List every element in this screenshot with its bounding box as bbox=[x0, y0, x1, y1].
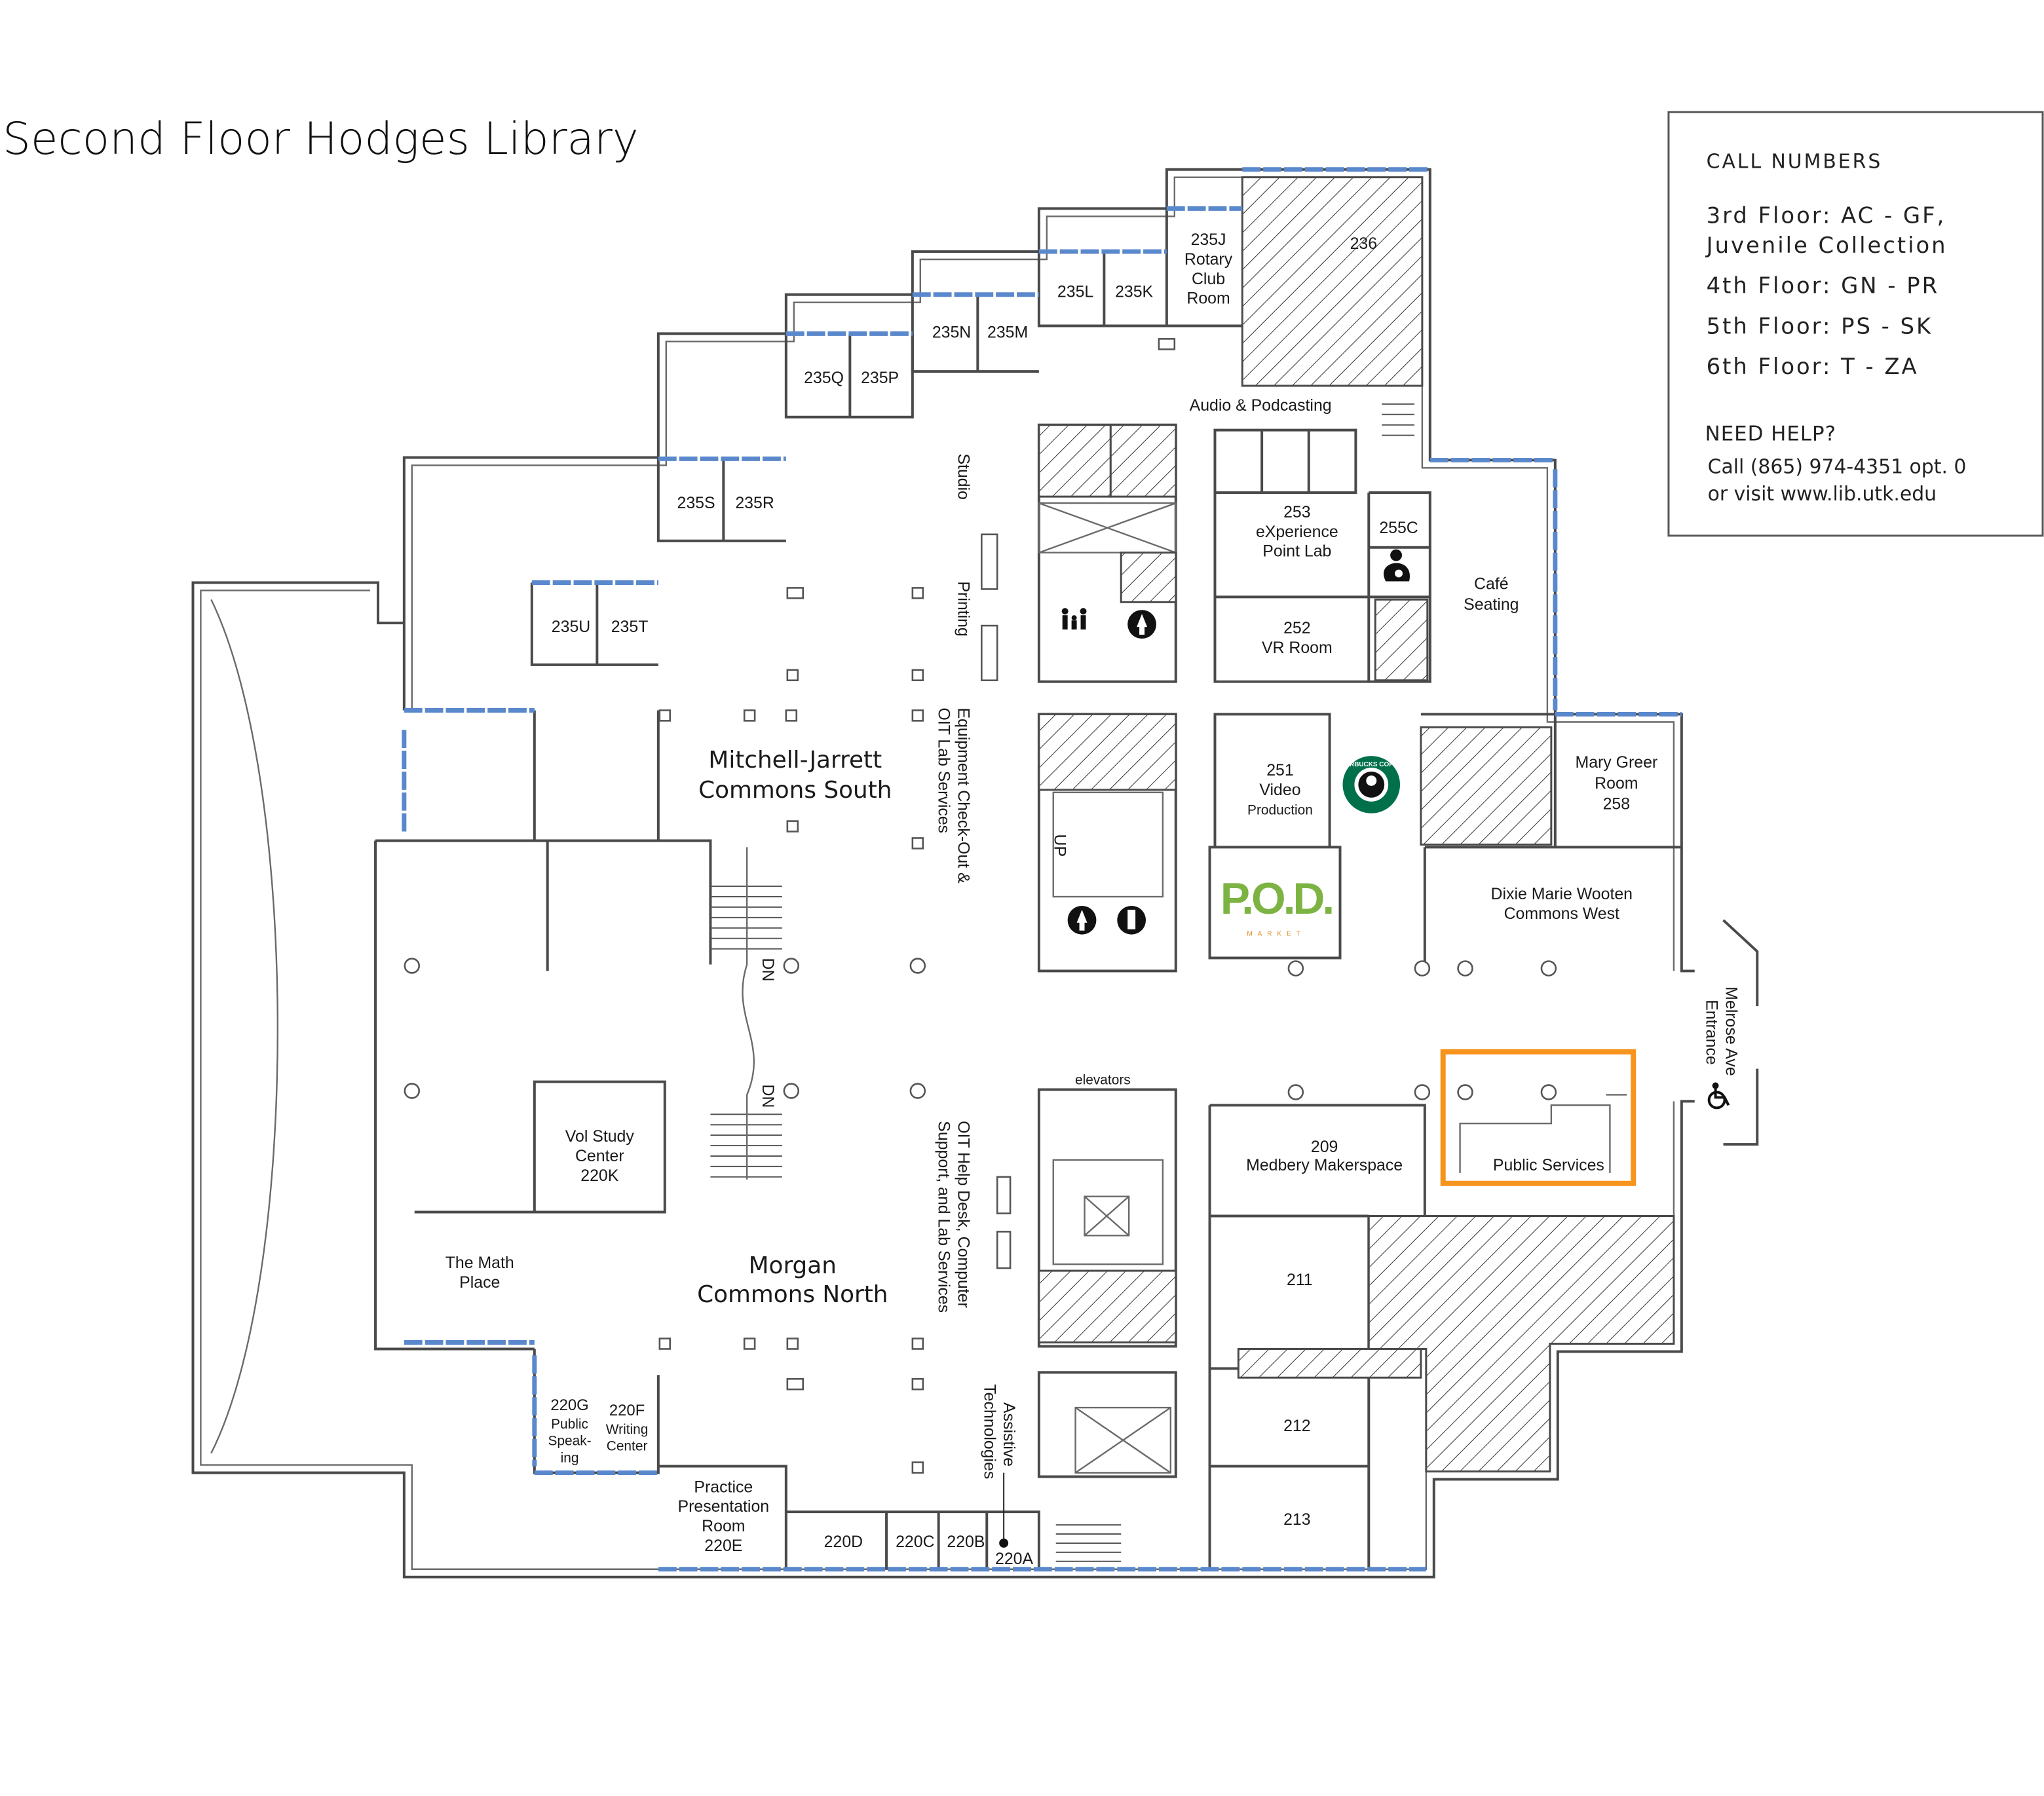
legend-floor: 6th Floor: T - ZA bbox=[1707, 354, 1919, 379]
legend-floor: Juvenile Collection bbox=[1705, 233, 1948, 258]
stairs-down-label: DN bbox=[759, 958, 777, 982]
room-255c-label: 255C bbox=[1379, 519, 1418, 537]
room-220b-label: 220B bbox=[947, 1533, 985, 1551]
legend-heading: CALL NUMBERS bbox=[1707, 151, 1883, 174]
nursing-room-icon bbox=[1384, 549, 1410, 582]
room-235p-label: 235P bbox=[861, 369, 899, 387]
printing-label: Printing bbox=[955, 581, 973, 636]
room-235t-label: 235T bbox=[611, 618, 649, 636]
restroom-male-icon bbox=[1117, 905, 1146, 935]
room-235u-label: 235U bbox=[552, 618, 590, 636]
restroom-female-icon bbox=[1127, 610, 1156, 639]
public-services-label: Public Services bbox=[1493, 1156, 1604, 1174]
room-235m-label: 235M bbox=[987, 323, 1028, 341]
restroom-female-icon bbox=[1067, 905, 1097, 935]
family-restroom-icon bbox=[1061, 608, 1087, 630]
windows bbox=[402, 167, 1682, 1572]
studio-label: Studio bbox=[955, 453, 973, 499]
pod-market-logo: P.O.D. MARKET bbox=[1221, 874, 1335, 938]
help-phone: Call (865) 974-4351 opt. 0 bbox=[1708, 455, 1967, 478]
starbucks-logo-text: STARBUCKS COFFEE bbox=[1337, 761, 1406, 768]
legend-floor: 5th Floor: PS - SK bbox=[1707, 313, 1933, 339]
assistive-technologies-label: AssistiveTechnologies bbox=[980, 1384, 1018, 1479]
equipment-checkout-label: Equipment Check-Out &OIT Lab Services bbox=[935, 707, 973, 883]
elevators-label: elevators bbox=[1075, 1073, 1131, 1088]
room-220d-label: 220D bbox=[824, 1533, 863, 1551]
wheelchair-icon bbox=[1707, 1082, 1730, 1110]
legend-floor: 4th Floor: GN - PR bbox=[1707, 273, 1939, 299]
melrose-entrance-label: Melrose AveEntrance bbox=[1703, 986, 1741, 1076]
audio-podcasting-label: Audio & Podcasting bbox=[1190, 396, 1332, 415]
stairs-down-label: DN bbox=[759, 1085, 777, 1108]
room-220c-label: 220C bbox=[896, 1533, 934, 1551]
room-235q-label: 235Q bbox=[804, 369, 844, 387]
vertical-labels: Studio Printing Equipment Check-Out &OIT… bbox=[759, 453, 1741, 1548]
legend-floor: 3rd Floor: AC - GF, bbox=[1707, 202, 1946, 228]
room-212-label: 212 bbox=[1283, 1417, 1310, 1435]
public-services-highlight[interactable]: Public Services bbox=[1440, 1049, 1637, 1186]
pod-logo-text: P.O.D. bbox=[1221, 874, 1333, 924]
room-236-label: 236 bbox=[1350, 234, 1377, 253]
room-235k-label: 235K bbox=[1115, 283, 1153, 301]
room-235n-label: 235N bbox=[932, 323, 971, 341]
room-211-label: 211 bbox=[1287, 1271, 1313, 1289]
oit-help-desk-label: OIT Help Desk, ComputerSupport, and Lab … bbox=[935, 1121, 973, 1313]
help-website[interactable]: or visit www.lib.utk.edu bbox=[1708, 483, 1937, 506]
call-numbers-legend: CALL NUMBERS 3rd Floor: AC - GF, Juvenil… bbox=[1667, 111, 2044, 537]
assistive-tech-marker bbox=[999, 1538, 1009, 1548]
room-235s-label: 235S bbox=[677, 494, 715, 512]
page-title: Second Floor Hodges Library bbox=[3, 113, 639, 164]
room-220a-label: 220A bbox=[995, 1550, 1033, 1568]
columns bbox=[404, 338, 1557, 1474]
stairs-up-label: UP bbox=[1051, 834, 1069, 857]
room-235r-label: 235R bbox=[735, 494, 774, 512]
building-walls bbox=[191, 167, 1759, 1579]
room-235l-label: 235L bbox=[1057, 283, 1093, 301]
room-213-label: 213 bbox=[1283, 1510, 1310, 1529]
pod-market-subtext: MARKET bbox=[1247, 931, 1305, 938]
starbucks-logo: STARBUCKS COFFEE bbox=[1337, 756, 1406, 814]
help-heading: NEED HELP? bbox=[1705, 422, 1836, 446]
